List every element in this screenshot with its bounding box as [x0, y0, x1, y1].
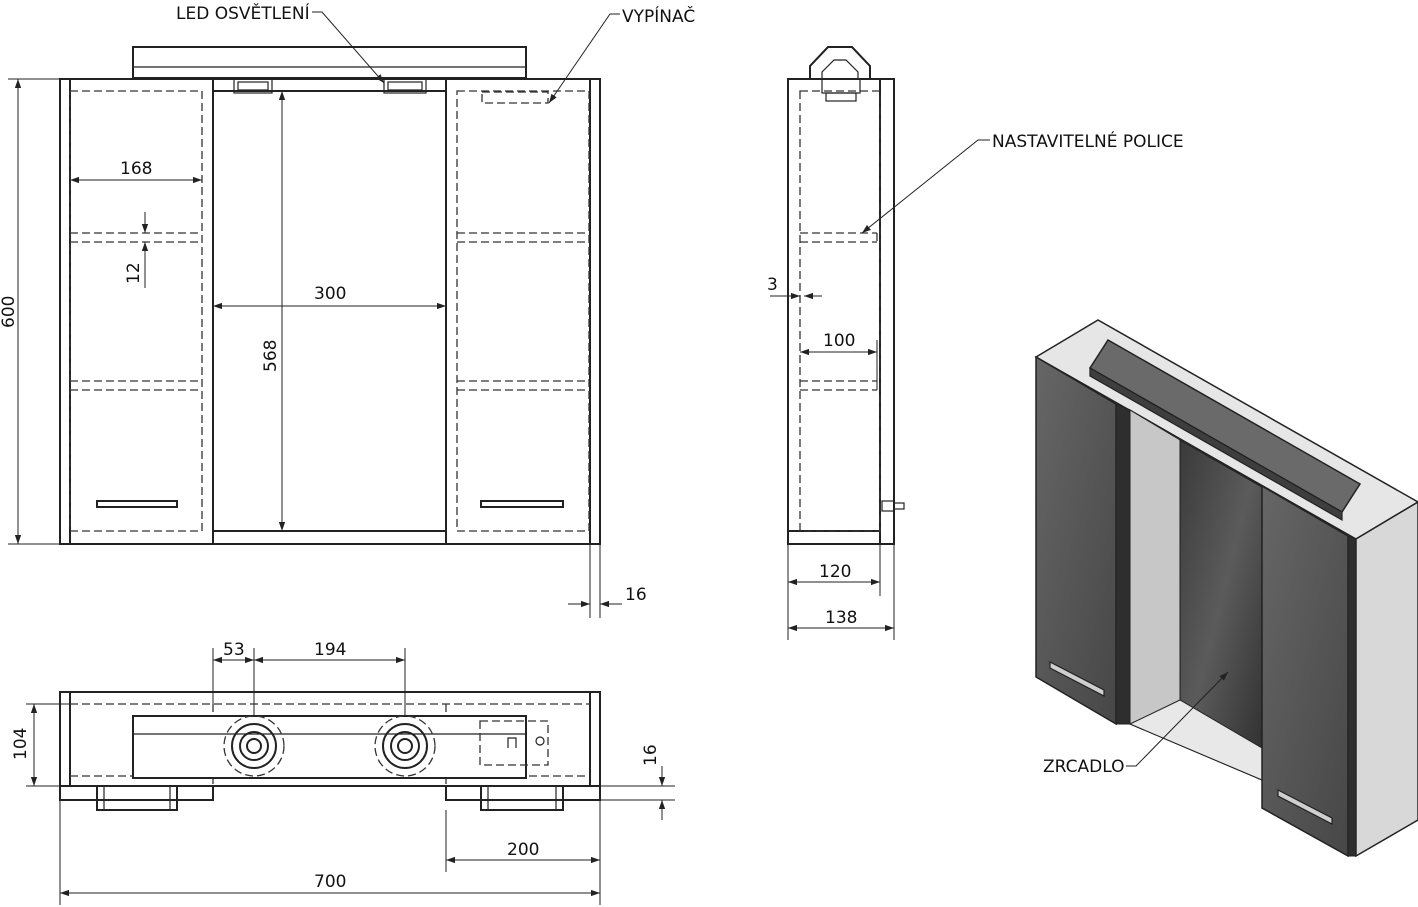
dim-16-top: 16 [641, 744, 661, 766]
dim-568: 568 [261, 340, 281, 372]
dim-194: 194 [314, 640, 346, 660]
label-led-lighting: LED OSVĚTLENÍ [176, 2, 310, 24]
side-dimensions [770, 139, 990, 640]
isometric-view [1034, 319, 1418, 858]
front-leaders [312, 11, 620, 104]
dim-100: 100 [823, 331, 855, 351]
dim-104: 104 [11, 728, 31, 760]
top-dimensions [26, 648, 675, 905]
front-dimensions [8, 78, 622, 618]
dim-600: 600 [0, 296, 19, 328]
dim-53: 53 [223, 640, 245, 660]
front-view [59, 46, 601, 545]
dim-3: 3 [767, 275, 778, 295]
dim-200: 200 [507, 840, 539, 860]
dim-16-front: 16 [625, 585, 647, 605]
dim-300: 300 [314, 284, 346, 304]
dim-138: 138 [825, 608, 857, 628]
top-view [59, 691, 601, 811]
label-switch: VYPÍNAČ [622, 5, 695, 27]
labels: LED OSVĚTLENÍ VYPÍNAČ NASTAVITELNÉ POLIC… [0, 2, 1184, 892]
dim-168: 168 [120, 159, 152, 179]
label-mirror: ZRCADLO [1043, 757, 1124, 777]
label-adjustable-shelves: NASTAVITELNÉ POLICE [992, 130, 1184, 152]
side-view [787, 46, 905, 545]
dim-700: 700 [314, 872, 346, 892]
dim-12: 12 [124, 262, 144, 284]
dim-120: 120 [819, 562, 851, 582]
